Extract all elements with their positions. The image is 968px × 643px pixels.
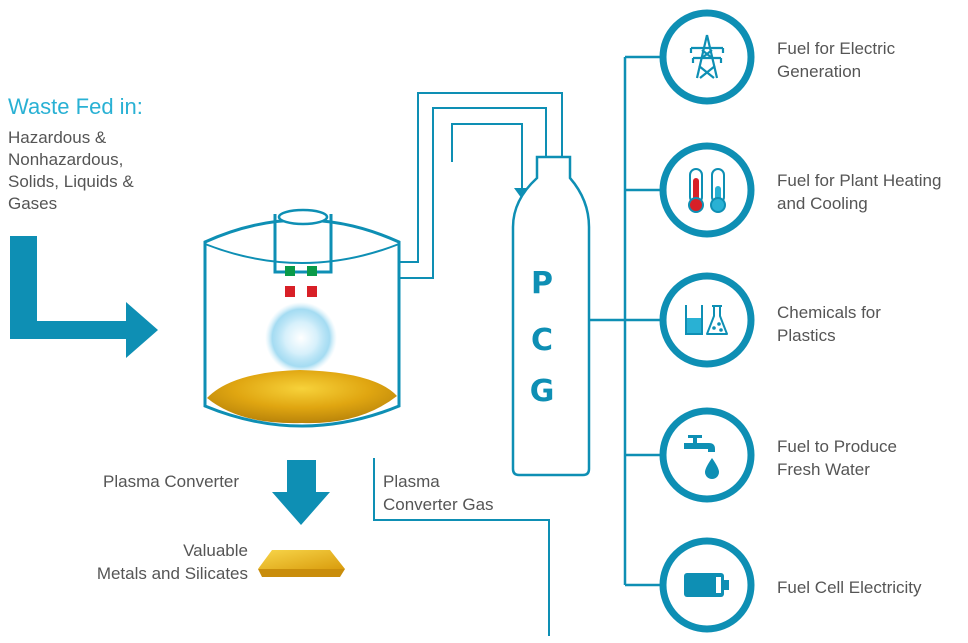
output-electric-generation: Fuel for Electric Generation [777, 37, 895, 83]
output-label-line: Fuel Cell Electricity [777, 578, 922, 597]
converter-down-arrow [272, 460, 330, 525]
waste-line: Nonhazardous, [8, 150, 124, 169]
molten-slag [207, 370, 397, 424]
waste-line: Solids, Liquids & [8, 172, 134, 191]
lab-beaker-icon [685, 305, 728, 335]
gold-ingot-icon [258, 550, 345, 577]
output-label-line: Generation [777, 62, 862, 81]
pcg-letter: G [529, 374, 555, 409]
output-label-line: Metals and Silicates [96, 564, 248, 583]
plasma-torch-electrodes [285, 266, 317, 297]
plasma-glow [265, 302, 337, 374]
output-fresh-water: Fuel to Produce Fresh Water [777, 435, 897, 481]
water-faucet-icon [684, 435, 719, 479]
output-label-line: Fuel for Electric [777, 39, 896, 58]
output-label-line: Fuel for Plant Heating [777, 171, 942, 190]
pcg-tank [511, 155, 591, 477]
power-tower-icon [689, 34, 725, 79]
output-label-line: Plastics [777, 326, 836, 345]
waste-feed-arrow [10, 236, 158, 358]
waste-line: Hazardous & [8, 128, 107, 147]
output-label-line: Chemicals for [777, 303, 881, 322]
plasma-converter-label: Plasma Converter [103, 472, 240, 491]
output-chemicals-plastics: Chemicals for Plastics [777, 301, 881, 347]
plasma-converter-vessel [203, 208, 401, 428]
waste-description: Hazardous & Nonhazardous, Solids, Liquid… [8, 127, 134, 215]
output-label-line: Fresh Water [777, 460, 870, 479]
output-label-line: and Cooling [777, 194, 868, 213]
waste-fed-title: Waste Fed in: [8, 94, 143, 119]
pcg-letter: C [530, 323, 554, 358]
output-fuel-cell: Fuel Cell Electricity [777, 576, 922, 599]
gas-output-line [373, 458, 550, 636]
battery-icon [684, 573, 729, 597]
gas-label-line: Converter Gas [383, 495, 494, 514]
gas-label-line: Plasma [383, 472, 440, 491]
output-label-line: Fuel to Produce [777, 437, 898, 456]
thermometer-icon [688, 168, 726, 213]
distribution-lines [589, 55, 660, 587]
output-label-line: Valuable [183, 541, 248, 560]
pcg-letter: P [531, 266, 553, 301]
output-circles [659, 9, 755, 633]
output-heating-cooling: Fuel for Plant Heating and Cooling [777, 169, 941, 215]
waste-line: Gases [8, 194, 58, 213]
